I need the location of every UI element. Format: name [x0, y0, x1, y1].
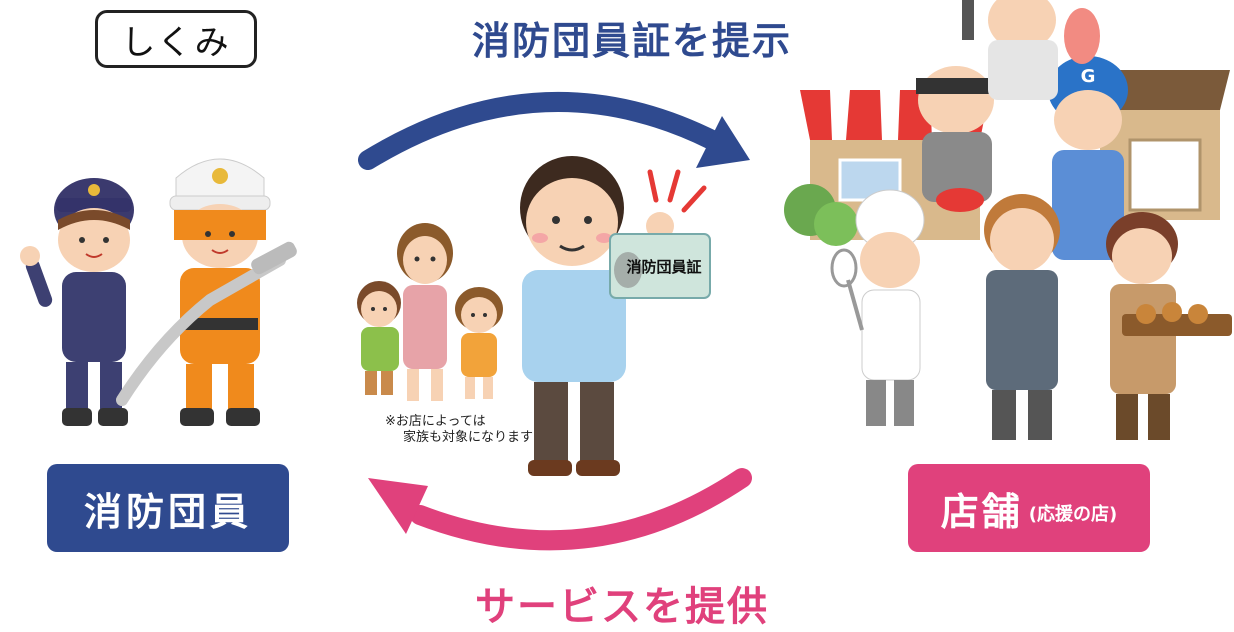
shop-worker-mechanic: G	[1048, 56, 1128, 260]
shop-worker-barber	[984, 194, 1060, 440]
boy-child	[357, 281, 401, 395]
member-id-card: 消防団員証	[609, 233, 711, 299]
family-note-line1: ※お店によっては	[385, 414, 486, 429]
shops-illustration: G	[784, 0, 1232, 440]
bushes	[784, 184, 858, 246]
girl-child	[455, 287, 503, 399]
family-note: ※お店によっては 家族も対象になります	[385, 414, 533, 446]
member-illustration: 消防団員証	[520, 156, 711, 476]
card-label: 消防団員証	[626, 258, 701, 276]
firefighter-box-label: 消防団員	[83, 489, 252, 534]
shop-worker-chef	[830, 189, 925, 426]
shop-worker-fishmonger	[962, 0, 1100, 100]
shop-box-label: 店舗	[940, 489, 1023, 534]
family-illustration	[357, 223, 503, 401]
male-firefighter	[116, 158, 297, 426]
shop-box-sublabel: (応援の店)	[1028, 504, 1118, 525]
mother	[397, 223, 453, 401]
family-note-line2: 家族も対象になります	[403, 430, 534, 445]
top-arrow	[358, 91, 722, 170]
shop-worker-baker	[1106, 212, 1232, 440]
bottom-arrowhead	[368, 478, 428, 534]
mechanism-label: しくみ	[95, 10, 257, 68]
female-firefighter	[20, 178, 134, 426]
top-arrow-label: 消防団員証を提示	[471, 19, 792, 63]
bottom-arrow-label: サービスを提供	[475, 584, 769, 630]
shop-box: 店舗 (応援の店)	[908, 464, 1150, 552]
firefighter-box: 消防団員	[47, 464, 289, 552]
cap-letter: G	[1081, 66, 1096, 87]
firefighters-illustration	[20, 158, 297, 426]
shop-worker-ramen	[916, 66, 996, 212]
top-arrowhead	[696, 116, 750, 168]
member-with-card	[520, 156, 707, 476]
bottom-arrow	[410, 468, 752, 551]
